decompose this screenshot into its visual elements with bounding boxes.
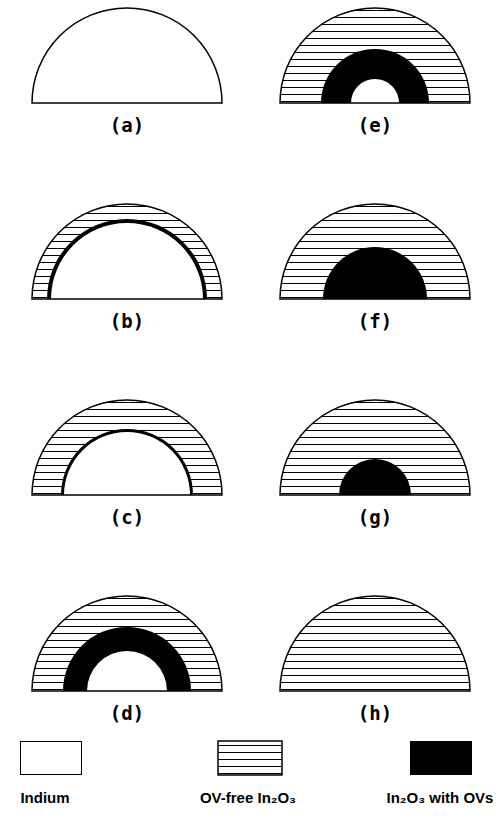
- panel-label: (h): [358, 702, 392, 724]
- panel-label: (f): [358, 310, 392, 332]
- panel-label: (e): [358, 114, 392, 136]
- legend-text: OV-free In₂O₃: [200, 789, 296, 806]
- panel-label: (b): [110, 310, 144, 332]
- panel-label: (a): [110, 114, 144, 136]
- legend-text: Indium: [20, 789, 69, 806]
- panel-label: (g): [358, 506, 392, 528]
- legend-swatch: [410, 741, 472, 775]
- legend-text: In₂O₃ with OVs: [387, 789, 494, 806]
- legend-swatch: [20, 741, 82, 775]
- panel-label: (d): [110, 702, 144, 724]
- panel-label: (c): [110, 506, 144, 528]
